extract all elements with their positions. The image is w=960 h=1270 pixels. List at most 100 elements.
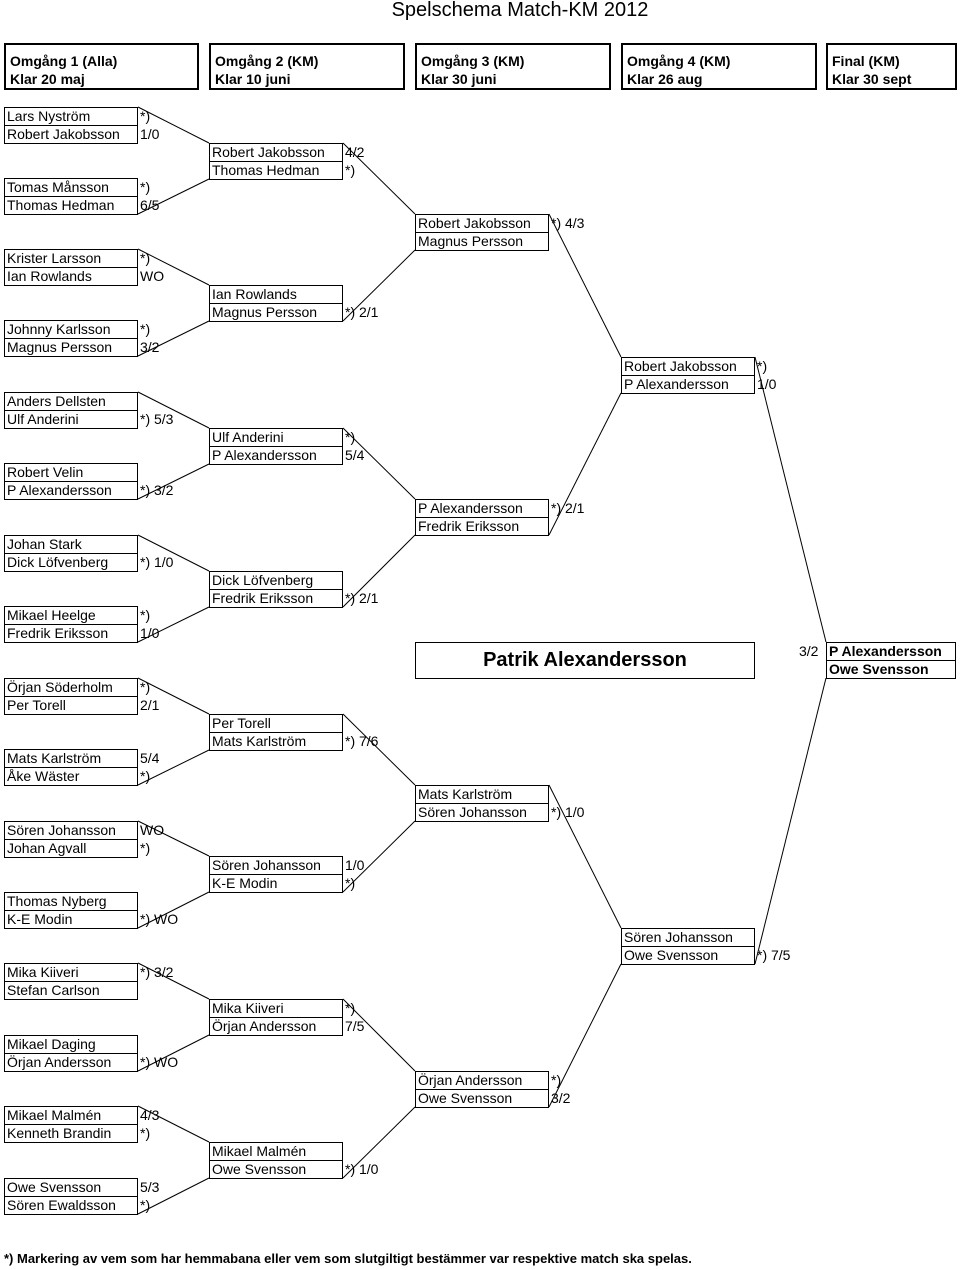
- round-deadline: Klar 20 maj: [10, 71, 85, 87]
- match-result: *) WO: [140, 1054, 179, 1070]
- player-name: Magnus Persson: [209, 303, 343, 322]
- player-name: Örjan Söderholm: [4, 678, 138, 697]
- match-result: *) 3/2: [140, 964, 174, 980]
- match-result: 1/0: [140, 625, 160, 641]
- match-result: 5/4: [345, 447, 365, 463]
- player-name: Johnny Karlsson: [4, 320, 138, 339]
- match-result: 4/3: [140, 1107, 160, 1123]
- player-name: Ian Rowlands: [209, 285, 343, 304]
- player-name: Magnus Persson: [415, 232, 549, 251]
- player-name: Fredrik Eriksson: [4, 624, 138, 643]
- player-name: Owe Svensson: [4, 1178, 138, 1197]
- match-result: 1/0: [345, 857, 365, 873]
- bracket-connector: [137, 1034, 210, 1072]
- match-result: 3/2: [799, 643, 819, 659]
- player-name: Mats Karlström: [415, 785, 549, 804]
- match-result: *): [345, 875, 356, 891]
- match-result: 2/1: [140, 697, 160, 713]
- match-result: *): [345, 429, 356, 445]
- bracket-connector: [137, 962, 210, 1000]
- player-name: P Alexandersson: [621, 375, 755, 394]
- player-name: Mikael Heelge: [4, 606, 138, 625]
- player-name: P Alexandersson: [4, 481, 138, 500]
- match-result: 5/4: [140, 750, 160, 766]
- player-name: Ian Rowlands: [4, 267, 138, 286]
- round-header: Omgång 3 (KM) Klar 30 juni: [415, 43, 611, 90]
- player-name: K-E Modin: [209, 874, 343, 893]
- bracket-connector: [137, 891, 210, 929]
- round-deadline: Klar 30 sept: [832, 71, 912, 87]
- player-name: Sören Johansson: [415, 803, 549, 822]
- bracket-connector: [548, 392, 622, 536]
- player-name: Kenneth Brandin: [4, 1124, 138, 1143]
- player-name: Krister Larsson: [4, 249, 138, 268]
- match-result: *): [757, 358, 768, 374]
- player-name: P Alexandersson: [826, 642, 956, 661]
- player-name: Mats Karlström: [4, 749, 138, 768]
- round-name: Omgång 1 (Alla): [10, 53, 118, 69]
- bracket-connector: [342, 249, 416, 322]
- round-header: Omgång 2 (KM) Klar 10 juni: [209, 43, 405, 90]
- bracket-connector: [137, 606, 210, 643]
- player-name: Sören Johansson: [209, 856, 343, 875]
- player-name: Lars Nyström: [4, 107, 138, 126]
- player-name: Robert Jakobsson: [621, 357, 755, 376]
- player-name: Robert Velin: [4, 463, 138, 482]
- player-name: Ulf Anderini: [209, 428, 343, 447]
- round-name: Final (KM): [832, 53, 900, 69]
- player-name: Robert Jakobsson: [209, 143, 343, 162]
- match-result: *): [551, 1072, 562, 1088]
- match-result: 7/5: [345, 1018, 365, 1034]
- match-result: 6/5: [140, 197, 160, 213]
- bracket-connector: [548, 963, 622, 1108]
- match-result: *) 2/1: [345, 304, 379, 320]
- player-name: Mikael Malmén: [209, 1142, 343, 1161]
- bracket-connector: [342, 142, 416, 215]
- round-name: Omgång 3 (KM): [421, 53, 525, 69]
- player-name: K-E Modin: [4, 910, 138, 929]
- match-result: *) 2/1: [551, 500, 585, 516]
- player-name: P Alexandersson: [209, 446, 343, 465]
- bracket-connector: [137, 320, 210, 357]
- round-deadline: Klar 30 juni: [421, 71, 497, 87]
- bracket-connector: [137, 391, 210, 429]
- bracket-connector: [342, 534, 416, 608]
- player-name: Owe Svensson: [415, 1089, 549, 1108]
- match-result: *) 1/0: [345, 1161, 379, 1177]
- match-result: *) 4/3: [551, 215, 585, 231]
- footnote: *) Markering av vem som har hemmabana el…: [4, 1251, 692, 1266]
- match-result: 3/2: [140, 339, 160, 355]
- player-name: Thomas Hedman: [4, 196, 138, 215]
- player-name: Magnus Persson: [4, 338, 138, 357]
- player-name: Johan Agvall: [4, 839, 138, 858]
- player-name: Ulf Anderini: [4, 410, 138, 429]
- player-name: Mats Karlström: [209, 732, 343, 751]
- player-name: Örjan Andersson: [209, 1017, 343, 1036]
- match-result: *): [140, 679, 151, 695]
- match-result: *): [140, 179, 151, 195]
- round-header: Final (KM) Klar 30 sept: [826, 43, 957, 90]
- match-result: *) 5/3: [140, 411, 174, 427]
- match-result: *) 1/0: [551, 804, 585, 820]
- bracket-connector: [137, 820, 210, 857]
- player-name: Owe Svensson: [209, 1160, 343, 1179]
- round-header: Omgång 1 (Alla) Klar 20 maj: [4, 43, 199, 90]
- player-name: Örjan Andersson: [415, 1071, 549, 1090]
- player-name: Dick Löfvenberg: [209, 571, 343, 590]
- bracket-connector: [137, 178, 210, 215]
- bracket-connector: [342, 713, 416, 786]
